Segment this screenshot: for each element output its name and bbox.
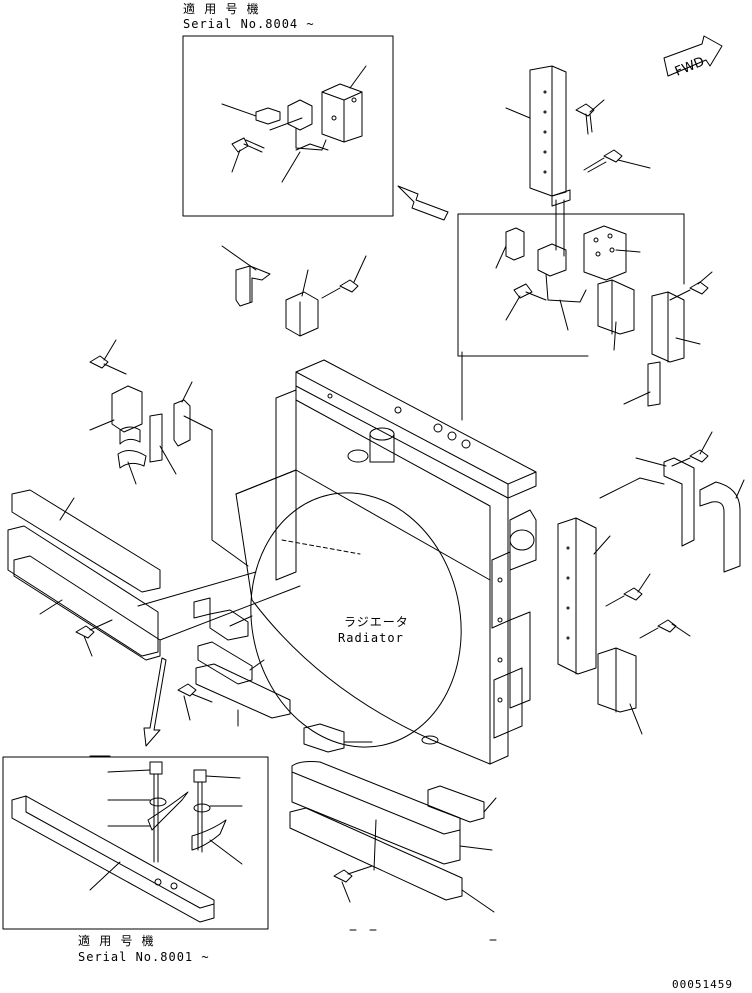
reference-arrow-icon [398,186,448,220]
radiator-label-en: Radiator [338,631,404,645]
bottom-center-parts [290,724,496,940]
fwd-arrow-icon: FWD [664,36,722,80]
right-side-parts [558,432,744,734]
down-arrow-icon [144,658,166,746]
top-inset-detail [183,36,393,216]
left-seal-strips [8,352,664,726]
right-upper-group [458,66,712,406]
bottom-inset-applicable-label: 適 用 号 機 [78,934,155,948]
drawing-number: 00051459 [672,978,733,991]
radiator-label-jp: ラジエータ [344,615,409,629]
left-upper-parts [90,246,366,484]
radiator-assembly [228,360,536,767]
bottom-inset-serial-label: Serial No.8001 ~ [78,950,210,964]
top-inset-applicable-label: 適 用 号 機 [183,2,260,16]
top-inset-serial-label: Serial No.8004 ~ [183,17,315,31]
bottom-inset-detail [3,756,268,929]
fwd-arrow-label: FWD [673,54,707,79]
